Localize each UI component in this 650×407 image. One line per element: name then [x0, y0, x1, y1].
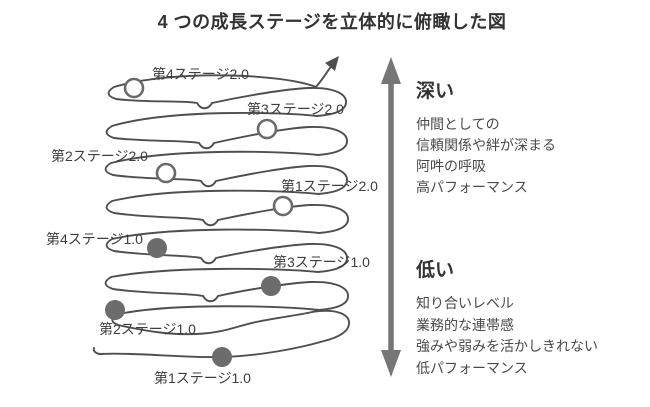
- node-stage3-2-0: [256, 118, 278, 140]
- stage-label-stage1-2-0: 第1ステージ2.0: [281, 178, 378, 194]
- stage-label-stage2-1-0: 第2ステージ1.0: [99, 321, 196, 337]
- spiral-exit-arrowhead-icon: [325, 56, 339, 71]
- spiral-path: [92, 64, 350, 359]
- depth-axis-arrowhead-down-icon: [381, 350, 401, 377]
- stage-label-stage4-1-0: 第4ステージ1.0: [46, 231, 143, 247]
- stage-label-stage3-1-0: 第3ステージ1.0: [273, 254, 370, 270]
- shallow-section: 低い 知り合いレベル 業務的な連帯感 強みや弱みを活かしきれない 低パフォーマン…: [416, 255, 598, 379]
- shallow-line-3: 強みや弱みを活かしきれない: [416, 338, 598, 354]
- stage-label-stage4-2-0: 第4ステージ2.0: [152, 66, 249, 82]
- stage-label-stage2-2-0: 第2ステージ2.0: [51, 148, 148, 164]
- node-stage1-1-0: [212, 347, 232, 367]
- shallow-line-4: 低パフォーマンス: [416, 359, 528, 376]
- node-stage2-1-0: [105, 300, 125, 320]
- stage-label-stage3-2-0: 第3ステージ2.0: [247, 101, 344, 117]
- deep-line-2: 信頼関係や絆が深まる: [416, 137, 556, 153]
- node-stage4-1-0: [147, 238, 167, 258]
- deep-heading: 深い: [416, 81, 455, 102]
- depth-axis-arrowhead-up-icon: [381, 57, 401, 84]
- shallow-line-1: 知り合いレベル: [416, 295, 514, 311]
- node-stage4-2-0: [123, 77, 145, 99]
- stage-label-stage1-1-0: 第1ステージ1.0: [154, 370, 251, 386]
- deep-section: 深い 仲間としての 信頼関係や絆が深まる 阿吽の呼吸 高パフォーマンス: [416, 76, 556, 198]
- depth-axis-arrow: [381, 57, 401, 377]
- deep-line-1: 仲間としての: [416, 116, 500, 132]
- diagram-title: 4 つの成長ステージを立体的に俯瞰した図: [157, 12, 507, 32]
- deep-line-3: 阿吽の呼吸: [416, 158, 486, 174]
- node-stage1-2-0: [272, 195, 294, 217]
- shallow-line-2: 業務的な連帯感: [416, 316, 514, 333]
- node-stage2-2-0: [155, 162, 177, 184]
- node-stage3-1-0: [261, 276, 281, 296]
- deep-line-4: 高パフォーマンス: [416, 179, 528, 195]
- shallow-heading: 低い: [416, 260, 455, 281]
